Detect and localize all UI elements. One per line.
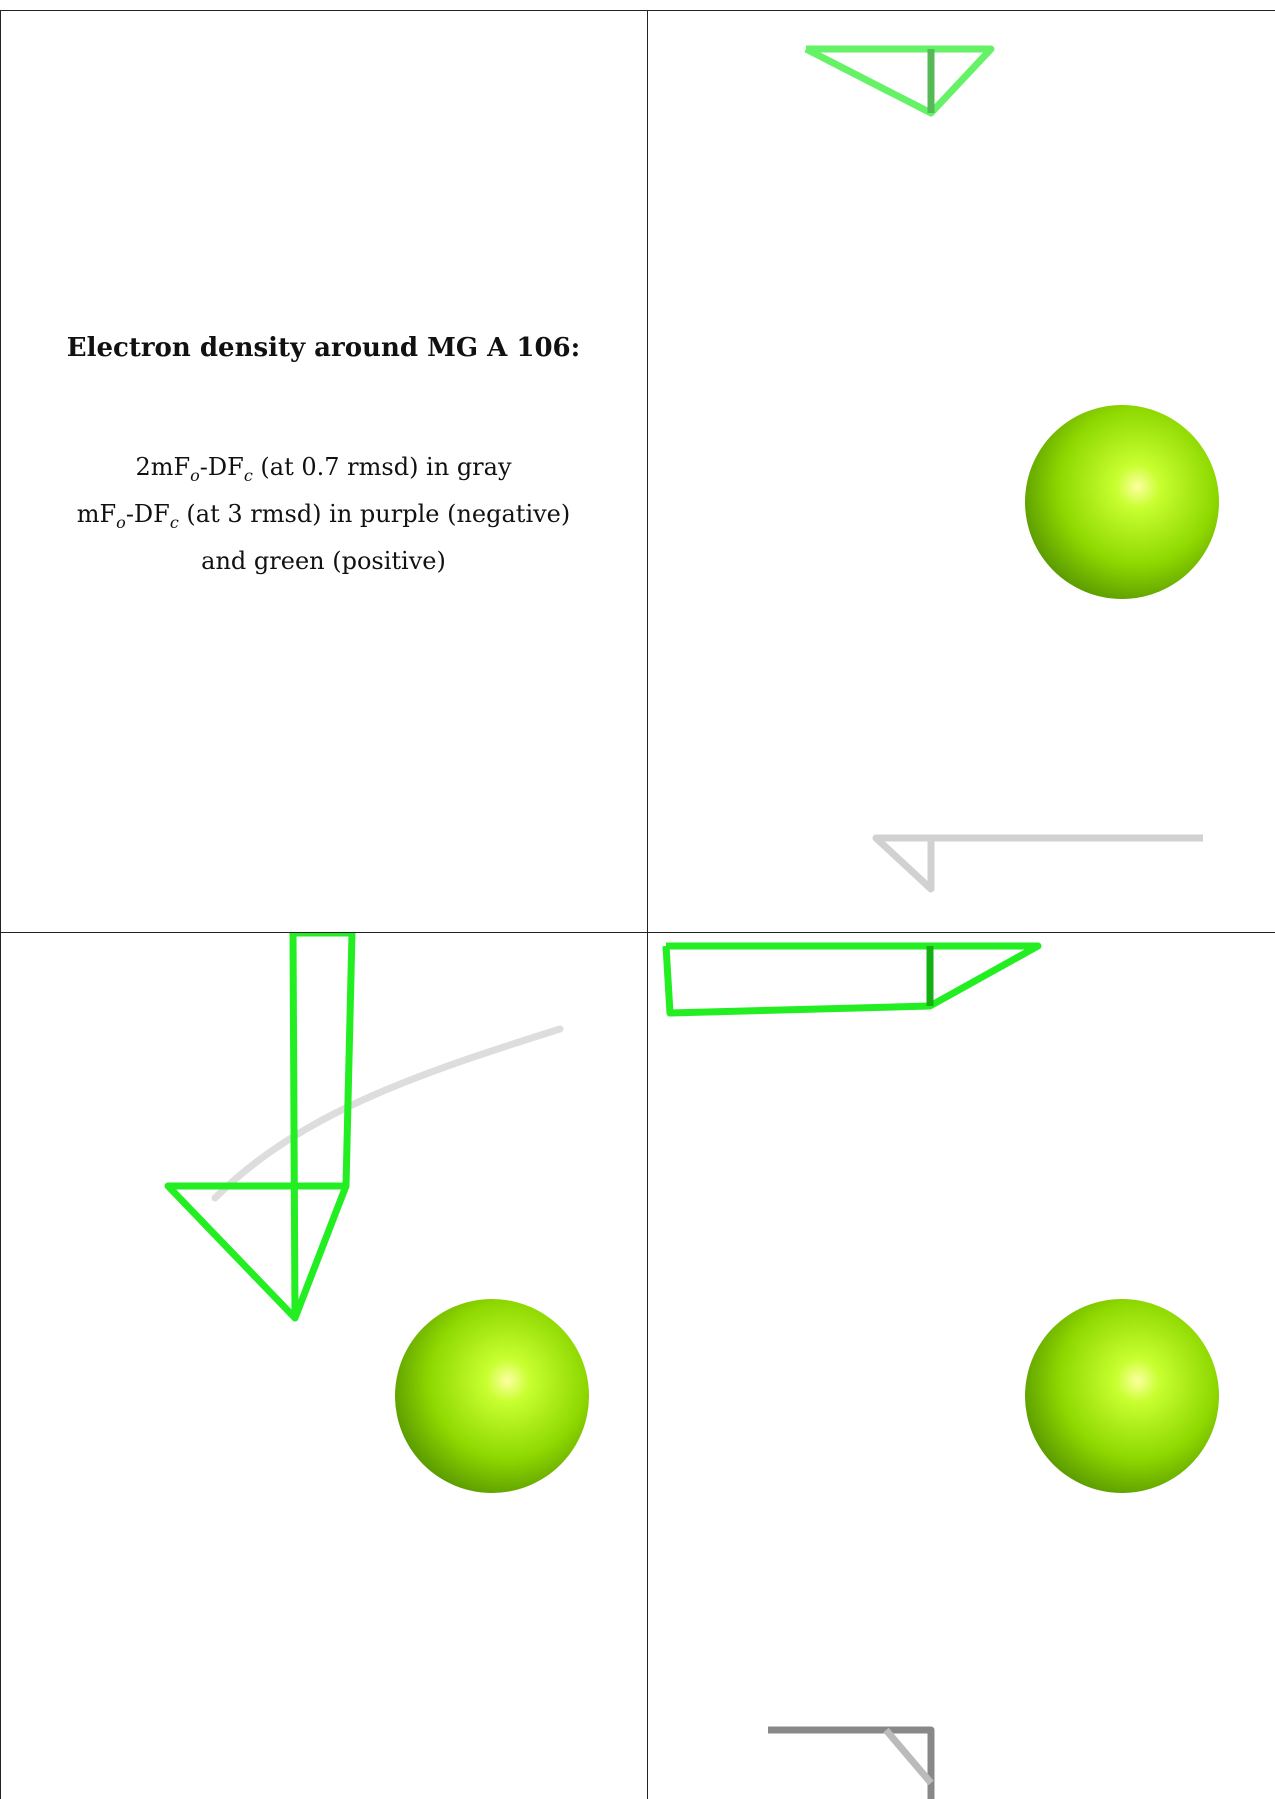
figure-title: Electron density around MG A 106: [66,333,581,363]
positive-density-mesh [804,45,995,117]
gray-density-mesh [211,1025,564,1202]
gray-density-mesh [768,1726,935,1799]
gray-density-mesh [872,834,1203,893]
legend-line-positive: and green (positive) [201,546,446,575]
middle-divider [0,932,1275,933]
view-bottom-right [648,933,1275,1799]
center-divider [647,10,648,1799]
view-top-right [648,11,1275,932]
view-bottom-left [0,933,647,1799]
mg-atom-sphere [1025,1299,1219,1493]
mg-atom-sphere [395,1299,589,1493]
top-border [0,10,1275,11]
legend-line-2fofc: 2mFo-DFc (at 0.7 rmsd) in gray [135,453,512,485]
legend-cell: Electron density around MG A 106: 2mFo-D… [0,11,647,932]
positive-density-mesh [164,933,356,1322]
mg-atom-sphere [1025,405,1219,599]
legend-text: 2mFo-DFc (at 0.7 rmsd) in gray mFo-DFc (… [0,448,647,580]
legend-line-fofc: mFo-DFc (at 3 rmsd) in purple (negative) [76,499,571,532]
positive-density-mesh [662,942,1042,1017]
left-border [0,10,1,1799]
